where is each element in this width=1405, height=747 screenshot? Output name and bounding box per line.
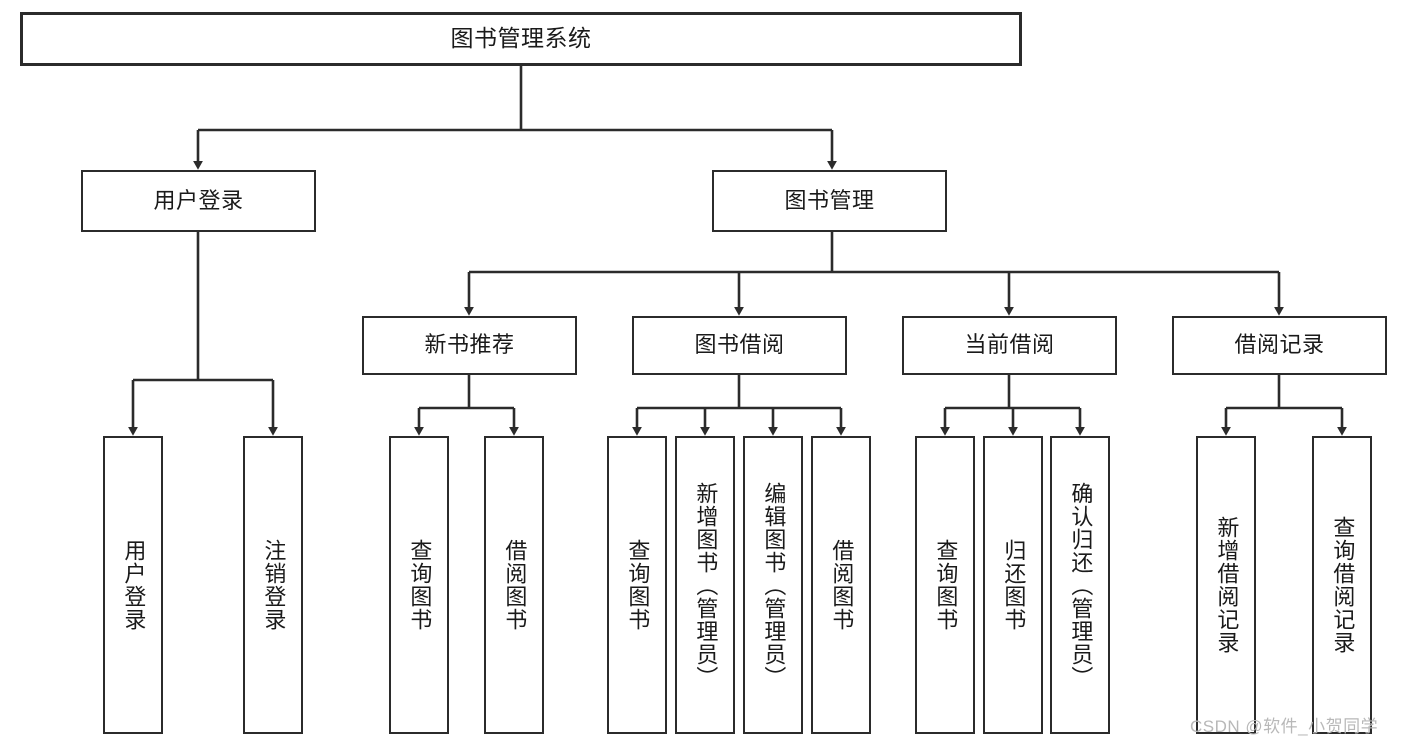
- leaf-label: 确认归还（管理员）: [1068, 481, 1094, 689]
- leaf-new-book-borrow[interactable]: 借阅图书: [484, 436, 544, 734]
- leaf-label: 用户登录: [121, 539, 147, 631]
- node-root-system[interactable]: 图书管理系统: [20, 12, 1022, 66]
- leaf-borrow-query-book[interactable]: 查询图书: [607, 436, 667, 734]
- leaf-current-return-book[interactable]: 归还图书: [983, 436, 1043, 734]
- leaf-label: 编辑图书（管理员）: [761, 481, 787, 689]
- leaf-user-login-login[interactable]: 用户登录: [103, 436, 163, 734]
- leaf-label: 注销登录: [261, 539, 287, 631]
- leaf-label: 查询图书: [625, 539, 651, 631]
- node-user-login[interactable]: 用户登录: [81, 170, 316, 232]
- node-label: 当前借阅: [964, 332, 1055, 358]
- node-label: 图书借阅: [694, 332, 785, 358]
- csdn-watermark: CSDN @软件_小贺同学: [1190, 717, 1379, 736]
- node-label: 借阅记录: [1234, 332, 1325, 358]
- leaf-borrow-add-book[interactable]: 新增图书（管理员）: [675, 436, 735, 734]
- leaf-label: 借阅图书: [829, 539, 855, 631]
- node-current-borrow[interactable]: 当前借阅: [902, 316, 1117, 375]
- leaf-record-query[interactable]: 查询借阅记录: [1312, 436, 1372, 734]
- node-new-book-recommend[interactable]: 新书推荐: [362, 316, 577, 375]
- leaf-new-book-query[interactable]: 查询图书: [389, 436, 449, 734]
- leaf-record-add[interactable]: 新增借阅记录: [1196, 436, 1256, 734]
- leaf-label: 借阅图书: [502, 539, 528, 631]
- leaf-borrow-edit-book[interactable]: 编辑图书（管理员）: [743, 436, 803, 734]
- leaf-borrow-borrow-book[interactable]: 借阅图书: [811, 436, 871, 734]
- leaf-label: 归还图书: [1001, 539, 1027, 631]
- node-label: 图书管理系统: [450, 25, 592, 52]
- leaf-current-query-book[interactable]: 查询图书: [915, 436, 975, 734]
- leaf-label: 新增借阅记录: [1214, 516, 1240, 654]
- leaf-label: 查询图书: [407, 539, 433, 631]
- leaf-label: 查询借阅记录: [1330, 516, 1356, 654]
- node-book-borrow[interactable]: 图书借阅: [632, 316, 847, 375]
- leaf-user-login-logout[interactable]: 注销登录: [243, 436, 303, 734]
- leaf-current-confirm-return[interactable]: 确认归还（管理员）: [1050, 436, 1110, 734]
- leaf-label: 查询图书: [933, 539, 959, 631]
- node-label: 新书推荐: [424, 332, 515, 358]
- node-label: 图书管理: [784, 187, 875, 213]
- node-label: 用户登录: [153, 187, 244, 213]
- leaf-label: 新增图书（管理员）: [693, 481, 719, 689]
- node-borrow-record[interactable]: 借阅记录: [1172, 316, 1387, 375]
- node-book-management[interactable]: 图书管理: [712, 170, 947, 232]
